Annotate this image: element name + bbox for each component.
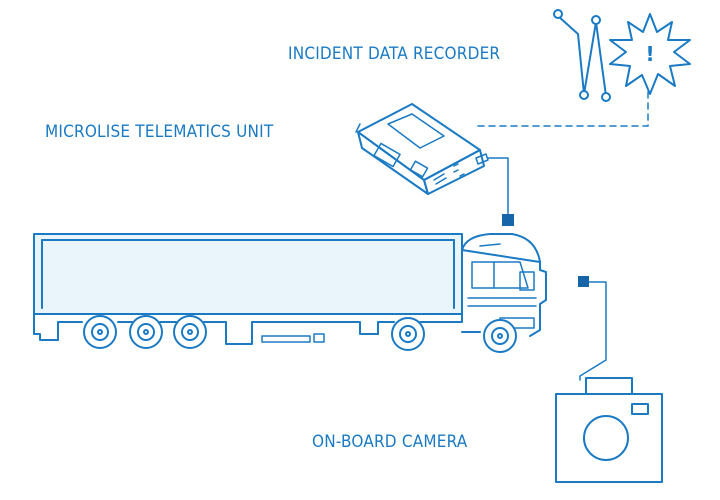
incident-data-recorder-label: INCIDENT DATA RECORDER [288,44,501,64]
telematics-unit-icon [355,103,489,195]
truck-wheel-front [483,319,517,353]
telematics-unit-label: MICROLISE TELEMATICS UNIT [45,122,274,142]
onboard-camera-label: ON-BOARD CAMERA [312,432,468,452]
camera-cable [579,281,607,381]
truck-cab [377,233,547,337]
alert-starburst-icon [609,13,691,95]
signal-zigzag-icon [553,9,611,102]
camera-connector [578,276,589,287]
recorder-link-dashed [477,91,649,127]
telematics-cable [487,157,509,217]
trailer-wheel-2 [129,315,163,349]
alert-symbol: ! [645,42,654,66]
telematics-connector [502,214,514,226]
trailer-wheel-1 [83,315,117,349]
truck-wheel-rear [391,317,425,351]
camera-icon [555,377,663,483]
trailer-wheel-3 [173,315,207,349]
